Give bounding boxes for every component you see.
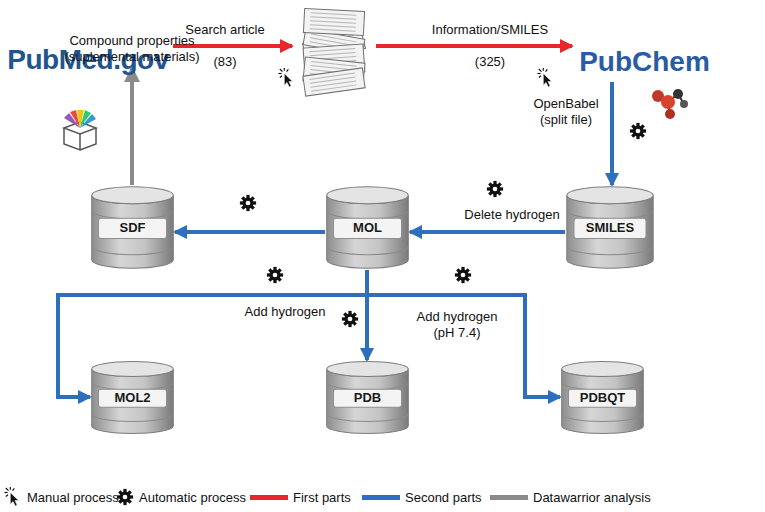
count-label: (325) <box>473 54 507 70</box>
gear-icon <box>455 267 471 283</box>
gear-icon <box>342 311 358 327</box>
legend-entry: Second parts <box>362 487 482 507</box>
database-label: SDF <box>120 220 146 235</box>
flow-arrow <box>175 230 325 234</box>
edge-label: Add hydrogen <box>243 304 328 320</box>
database-label: MOL2 <box>114 390 150 405</box>
gear-icon <box>240 195 256 211</box>
datawarrior-icon <box>64 110 96 150</box>
flow-arrow <box>610 82 614 185</box>
database-cylinder: SDF <box>90 185 175 270</box>
click-icon <box>537 68 551 87</box>
legend-entry: First parts <box>250 487 351 507</box>
edge-label: OpenBabel (split file) <box>525 96 607 128</box>
click-icon <box>278 68 292 87</box>
flow-arrow <box>376 44 572 48</box>
database-cylinder: MOL2 <box>90 360 175 435</box>
database-label: PDBQT <box>580 390 626 405</box>
legend-swatch <box>490 495 528 500</box>
edge-label: Add hydrogen (pH 7.4) <box>405 309 509 341</box>
gear-icon <box>267 267 283 283</box>
gear-icon <box>116 487 134 507</box>
legend-entry: Manual process <box>4 487 119 507</box>
database-label: PDB <box>354 390 381 405</box>
legend-entry: Automatic process <box>116 487 246 507</box>
edge-label: Search article <box>183 22 266 38</box>
pubchem-logo: PubChem <box>572 42 717 82</box>
papers-illustration <box>292 6 376 98</box>
database-label: SMILES <box>586 220 634 235</box>
legend-text: First parts <box>293 490 351 505</box>
legend-text: Manual process <box>27 490 119 505</box>
legend-text: Automatic process <box>139 490 246 505</box>
legend-text: Second parts <box>405 490 482 505</box>
database-cylinder: SMILES <box>565 185 655 270</box>
count-label: (83) <box>211 54 238 70</box>
database-cylinder: PDBQT <box>560 360 645 435</box>
logo-text: PubChem <box>579 46 710 78</box>
flow-arrow <box>410 230 565 234</box>
click-icon <box>4 487 22 507</box>
legend-text: Datawarrior analysis <box>533 490 651 505</box>
openbabel-logo <box>652 89 688 119</box>
articles-stack <box>292 6 376 98</box>
database-cylinder: PDB <box>325 360 410 435</box>
edge-label: Delete hydrogen <box>462 207 561 223</box>
database-label: MOL <box>353 220 382 235</box>
database-cylinder: MOL <box>325 185 410 270</box>
legend-entry: Datawarrior analysis <box>490 487 651 507</box>
gear-icon <box>630 123 646 139</box>
gear-icon <box>487 181 503 197</box>
legend-swatch <box>362 495 400 500</box>
flow-arrow <box>130 68 134 185</box>
legend-swatch <box>250 495 288 500</box>
edge-label: Information/SMILES <box>430 22 550 38</box>
